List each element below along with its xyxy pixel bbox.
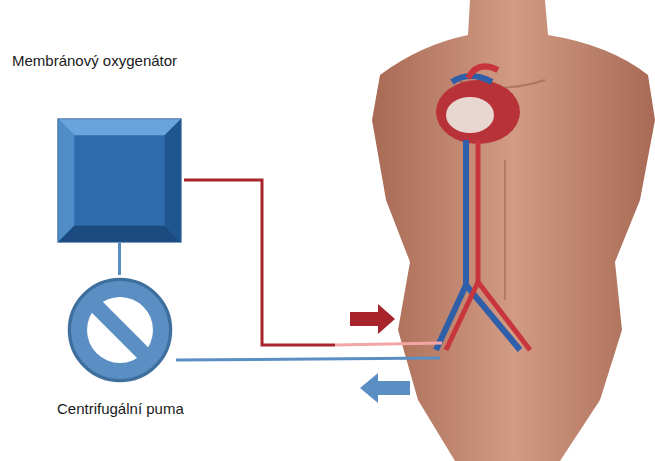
tube-line: [118, 243, 121, 275]
oxygenator-symbol: [57, 118, 182, 243]
oxygenator-box: Membránový oxygenátor: [10, 50, 250, 245]
vessels: [436, 140, 530, 350]
pump-symbol: [65, 275, 175, 385]
tube-connector: [119, 243, 120, 275]
circuit-lines: [176, 180, 442, 360]
torso: [372, 0, 655, 461]
node-label: Centrifugální puma: [55, 400, 186, 417]
heart: [436, 66, 520, 144]
flow-arrows: [350, 304, 410, 403]
node-label: Membránový oxygenátor: [10, 52, 179, 69]
pump-circle: Centrifugální puma: [20, 272, 220, 432]
